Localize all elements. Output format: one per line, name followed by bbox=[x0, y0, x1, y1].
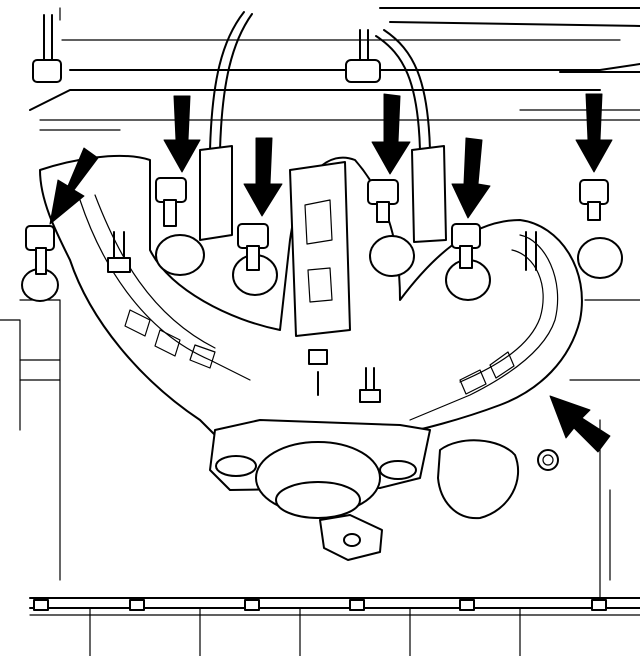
head-studs bbox=[32, 14, 381, 83]
port-flanges bbox=[21, 234, 623, 302]
stud-right bbox=[525, 231, 537, 271]
bolt-4 bbox=[367, 179, 399, 223]
arrow-4 bbox=[371, 93, 411, 175]
bolt-2 bbox=[155, 177, 187, 227]
arrow-1 bbox=[49, 147, 99, 225]
manifold-bolts bbox=[25, 177, 609, 403]
stud-left bbox=[107, 231, 131, 273]
bolt-3 bbox=[237, 223, 269, 271]
arrow-6 bbox=[575, 93, 613, 173]
arrow-7 bbox=[549, 395, 611, 453]
bolt-6 bbox=[579, 179, 609, 221]
spark-plug-wires bbox=[199, 11, 447, 243]
indicator-arrows bbox=[49, 93, 613, 453]
stud-center bbox=[359, 367, 381, 403]
bolt-5 bbox=[451, 223, 481, 269]
pan-bolts bbox=[33, 599, 607, 611]
arrow-5 bbox=[451, 137, 491, 219]
arrow-2 bbox=[163, 95, 201, 173]
bolt-1 bbox=[25, 225, 55, 275]
outlet-flange bbox=[209, 419, 559, 561]
oil-pan-rail bbox=[29, 597, 640, 656]
manifold-body bbox=[39, 154, 583, 464]
arrow-3 bbox=[243, 137, 283, 217]
